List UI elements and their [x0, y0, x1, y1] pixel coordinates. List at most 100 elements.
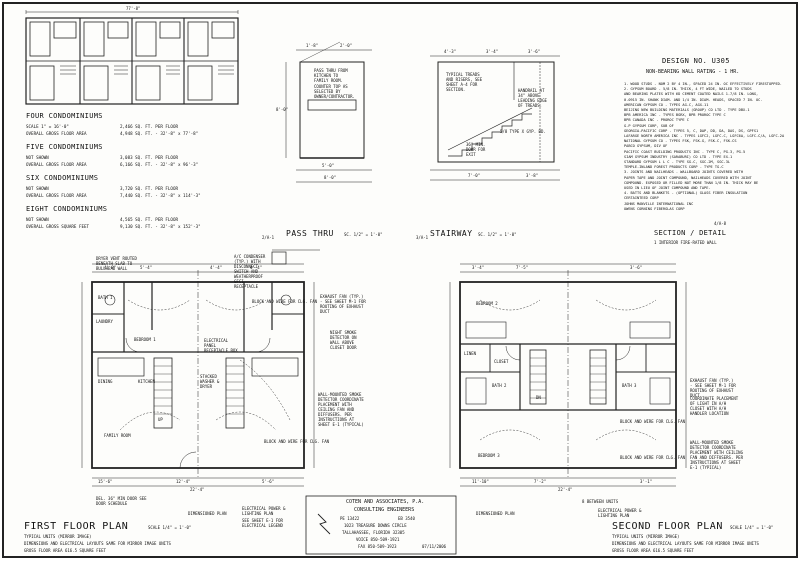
spec-line: BPB AMERICA INC - TYPES BGRX, BPB PROROC…: [624, 113, 726, 118]
condo-row: NOT SHOWN: [26, 155, 49, 160]
firm-subtitle: CONSULTING ENGINEERS: [354, 507, 415, 513]
sf-between-units: 8 BETWEEN UNITS: [582, 499, 619, 504]
drawing-date: 07/11/2006: [422, 544, 447, 549]
condo-value: 7,440 SQ. FT. - 32'-8" x 114'-3": [120, 193, 201, 198]
design-spec-list: 1. WOOD STUDS - NOM 2 BY 4 IN., SPACED 2…: [624, 82, 788, 212]
condo-value: 4,565 SQ. FT. PER FLOOR: [120, 217, 178, 222]
spec-line: NATIONAL GYPSUM CO - TYPES FSK, FSK-G, F…: [624, 139, 737, 144]
pass-thru-scale: SC. 1/2" = 1'-0": [344, 232, 383, 237]
ff-dim-bottom-2: 12'-4": [176, 479, 191, 484]
spec-line: JOHNS MANVILLE INTERNATIONAL INC: [624, 201, 694, 206]
firm-reg-2: EB 3540: [398, 516, 415, 521]
spec-line: SIAM GYPSUM INDUSTRY (SARABURI) CO LTD -…: [624, 154, 733, 159]
firm-name: COTEN AND ASSOCIATES, P.A.: [346, 499, 425, 505]
sf-dim-bottom-1: 11'-10": [472, 479, 489, 484]
spec-line: OWENS CORNING FIBERGLAS CORP: [624, 206, 685, 211]
spec-line: 2. GYPSUM BOARD - 5/8 IN. THICK, 4 FT WI…: [624, 87, 752, 92]
stairway-note-1: TYPICAL TREADS AND RISERS, SEE SHEET A-4…: [446, 72, 483, 92]
ff-dim-bottom-3: 5'-6": [262, 479, 275, 484]
condo-row: SCALE 1" = 16'-0": [26, 124, 69, 129]
stairway-dim-top-a: 4'-3": [444, 49, 457, 54]
second-floor-plan: [449, 263, 687, 487]
first-floor-plan: [81, 249, 320, 487]
condo-row: OVERALL GROSS FLOOR AREA: [26, 162, 87, 167]
condo-value: 6,166 SQ. FT. - 32'-8" x 96'-3": [120, 162, 199, 167]
sf-dim-bottom-3: 3'-1": [640, 479, 653, 484]
spec-line: LAFARGE NORTH AMERICA INC - TYPES LGFC2,…: [624, 134, 785, 139]
sf-room-closet: CLOSET: [494, 359, 509, 364]
condo-row: OVERALL GROSS SQUARE FEET: [26, 224, 90, 229]
ff-room-kitchen: KITCHEN: [138, 379, 155, 384]
condo-value: 3,720 SQ. FT. PER FLOOR: [120, 186, 178, 191]
pass-thru-dim-bottom: 5'-0": [322, 163, 335, 168]
sf-dim-bottom-2: 7'-2": [534, 479, 547, 484]
spec-line: PABCO GYPSUM, DIV OF: [624, 144, 668, 149]
spec-line: GEORGIA-PACIFIC CORP - TYPES 5, C, DAP, …: [624, 128, 759, 133]
spec-line: USED IN LIEU OF JOINT COMPOUND AND TAPE.: [624, 186, 711, 191]
firm-address-2: TALLAHASSEE, FLORIDA 32305: [342, 530, 405, 535]
condo-title-five: FIVE CONDOMINIUMS: [26, 143, 103, 151]
ff-dim-top-3: 4'-4": [210, 265, 223, 270]
stairway-scale: SC. 1/2" = 1'-0": [478, 232, 517, 237]
section-detail-title: SECTION / DETAIL: [654, 229, 727, 237]
stairway-dim-top-c: 3'-6": [528, 49, 541, 54]
condo-value: 2,466 SQ. FT. PER FLOOR: [120, 124, 178, 129]
condo-value: 3,083 SQ. FT. PER FLOOR: [120, 155, 178, 160]
pass-thru-title: PASS THRU: [286, 229, 334, 238]
spec-line: G-P GYPSUM CORP, SUB OF: [624, 123, 674, 128]
ff-dim-total: 22'-4": [190, 487, 205, 492]
design-number: DESIGN NO. U305: [662, 57, 730, 65]
key-plan-dimension: 77'-8": [126, 6, 141, 11]
spec-line: BPB CANADA INC - PROROC TYPE C: [624, 118, 689, 123]
condo-title-six: SIX CONDOMINIUMS: [26, 174, 99, 182]
first-floor-typical: TYPICAL UNITS (MIRROR IMAGE): [24, 534, 92, 539]
spec-line: AND BEARING PLATES WITH 6D CEMENT COATED…: [624, 92, 759, 97]
stairway-title: STAIRWAY: [430, 229, 473, 238]
stairway-note-2: HANDRAIL AT 34" ABOVE LEADING EDGE OF TR…: [518, 88, 547, 108]
spec-line: 4. BATTS AND BLANKETS - (OPTIONAL) GLASS…: [624, 191, 748, 196]
sf-room-bed3: BEDROOM 3: [478, 453, 500, 458]
first-floor-scale: SCALE 1/4" = 1'-0": [148, 525, 192, 530]
pass-thru-note-2: COUNTER TOP AS SELECTED BY OWNER/CONTRAC…: [314, 84, 355, 99]
stairway-note-4: 36" MIN. DOOR FOR EXIT: [466, 142, 486, 157]
condo-value: 4,948 SQ. FT. - 32'-8" x 77'-8": [120, 131, 199, 136]
section-detail-subtitle: 1 INTERIOR FIRE-RATED WALL: [654, 240, 717, 245]
ff-stair-up: UP: [158, 417, 163, 422]
sf-note-smoke: WALL-MOUNTED SMOKE DETECTOR COORDINATE P…: [690, 440, 743, 470]
second-floor-note: DIMENSIONS AND ELECTRICAL LAYOUTS SAME F…: [612, 541, 759, 546]
ff-room-laundry: LAUNDRY: [96, 319, 113, 324]
ff-note-smoke: NIGHT SMOKE DETECTOR ON WALL ABOVE CLOSE…: [330, 330, 357, 350]
pass-thru-dim-side: 8'-0": [276, 107, 289, 112]
ff-room-dining: DINING: [98, 379, 113, 384]
sf-dim-total: 22'-4": [558, 487, 573, 492]
sf-note-fan-2: BLOCK AND WIRE FOR CLG. FAN: [620, 455, 686, 460]
sf-dimensioned-plan: DIMENSIONED PLAN: [476, 511, 515, 516]
pass-thru-note-1: PASS THRU FROM KITCHEN TO FAMILY ROOM.: [314, 68, 348, 83]
sf-dim-top-1: 3'-4": [472, 265, 485, 270]
ff-room-family: FAMILY ROOM: [104, 433, 131, 438]
stairway-dim-top-b: 3'-4": [486, 49, 499, 54]
pass-thru-dim-base: 8'-0": [324, 175, 337, 180]
sf-room-bed2: BEDROOM 2: [476, 301, 498, 306]
ff-note-condenser: A/C CONDENSER (TYP.) WITH DISCONNECT SWI…: [234, 254, 266, 289]
spec-line: STANDARD GYPSUM L L C - TYPE SG-C, SGC-2…: [624, 160, 731, 165]
sf-note-exhaust: EXHAUST FAN (TYP.) - SEE SHEET M-1 FOR R…: [690, 378, 736, 398]
ff-room-bath: BATH 1: [98, 295, 113, 300]
condo-row: NOT SHOWN: [26, 217, 49, 222]
first-floor-area: GROSS FLOOR AREA 616.5 SQUARE FEET: [24, 548, 106, 553]
ff-note-fan: BLOCK AND WIRE FOR CLG. FAN: [252, 299, 318, 304]
sf-stair-dn: DN: [536, 395, 541, 400]
spec-line: CERTAINTEED CORP: [624, 196, 659, 201]
stairway-section: [430, 55, 560, 181]
condo-title-eight: EIGHT CONDOMINIUMS: [26, 205, 108, 213]
stairway-dim-bottom-a: 7'-0": [468, 173, 481, 178]
spec-line: PAPER TAPE AND JOINT COMPOUND, NAILHEADS…: [624, 175, 752, 180]
first-floor-title: FIRST FLOOR PLAN: [24, 521, 129, 532]
ff-elec-title: ELECTRICAL POWER & LIGHTING PLAN: [242, 506, 286, 516]
section-detail-ref: 4/A-8: [714, 221, 727, 226]
stairway-dim-bottom-b: 3'-8": [526, 173, 539, 178]
condo-row: OVERALL GROSS FLOOR AREA: [26, 131, 87, 136]
ff-note-exhaust: EXHAUST FAN (TYP.) - SEE SHEET M-1 FOR R…: [320, 294, 366, 314]
